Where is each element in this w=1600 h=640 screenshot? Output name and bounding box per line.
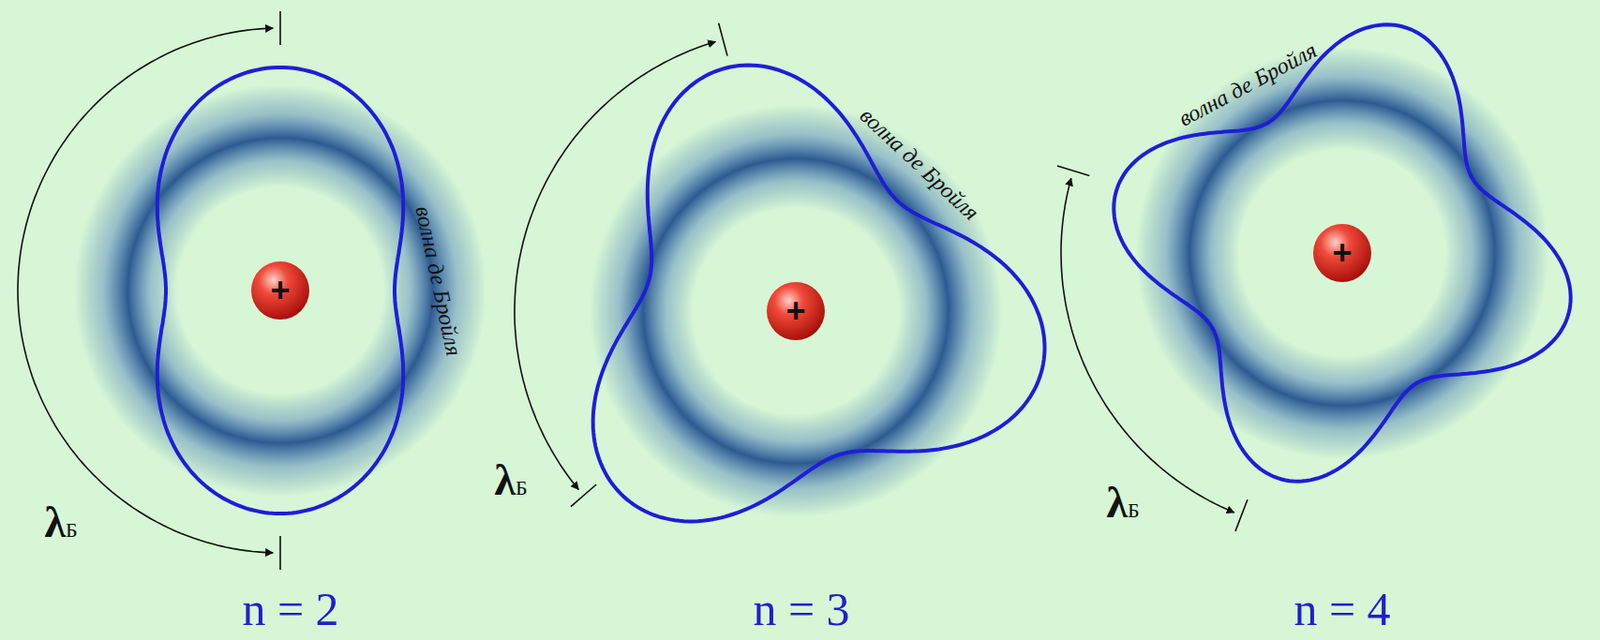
de-broglie-wave	[157, 67, 404, 514]
charge-sign: +	[269, 273, 290, 308]
wavelength-label: λБ	[493, 459, 527, 503]
tick-mark	[570, 23, 728, 508]
wavelength-arc	[17, 28, 273, 554]
charge-sign: +	[1331, 236, 1352, 270]
de-broglie-wave	[1113, 24, 1571, 481]
electron-cloud	[74, 84, 487, 497]
quantum-number: n = 2	[241, 585, 339, 633]
wavelength-arc	[514, 42, 716, 491]
wavelength-arc	[1061, 178, 1235, 513]
quantum-number: n = 3	[752, 585, 850, 633]
wave-label: волна де Бройля	[1175, 38, 1321, 131]
wave-label: волна де Бройля	[411, 204, 465, 359]
quantum-number: n = 4	[1293, 585, 1391, 633]
wave-label: волна де Бройля	[855, 104, 983, 225]
de-broglie-wave	[593, 65, 1046, 523]
charge-sign: +	[785, 294, 806, 329]
nucleus	[251, 261, 310, 320]
wavelength-label: λБ	[44, 501, 77, 545]
tick-mark	[1057, 165, 1248, 532]
electron-cloud	[589, 104, 1002, 518]
wavelength-label: λБ	[1106, 481, 1139, 525]
nucleus	[1313, 224, 1372, 283]
nucleus	[766, 282, 825, 341]
